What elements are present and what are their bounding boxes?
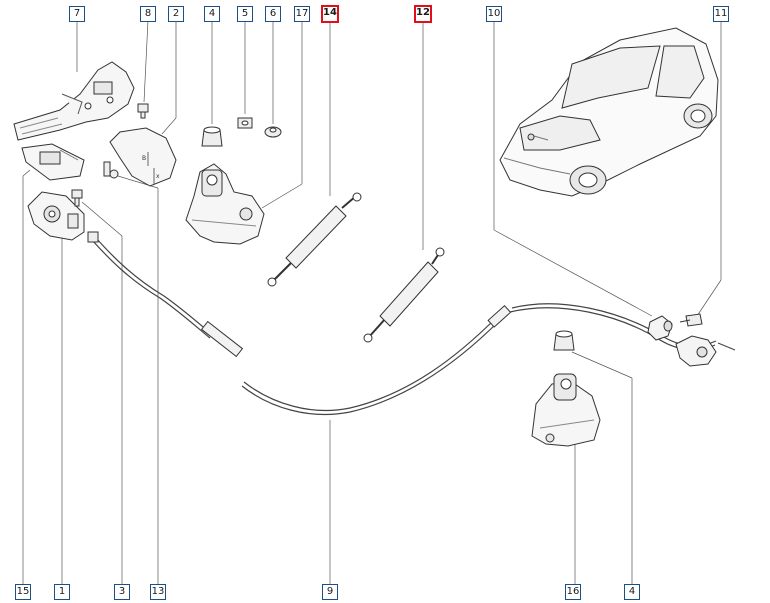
callout-1[interactable]: 1 <box>54 584 70 600</box>
part-6-grommet <box>264 126 282 138</box>
callout-8[interactable]: 8 <box>140 6 156 22</box>
part-1-latch <box>27 191 85 241</box>
part-7-bracket <box>13 61 135 141</box>
callout-9[interactable]: 9 <box>322 584 338 600</box>
callout-16[interactable]: 16 <box>565 584 581 600</box>
callout-11[interactable]: 11 <box>713 6 729 22</box>
part-17-housing <box>185 163 265 245</box>
part-15-plate <box>21 143 85 181</box>
callout-2[interactable]: 2 <box>168 6 184 22</box>
part-11-bolt <box>679 313 703 327</box>
part-2-cover: B x <box>109 127 177 187</box>
callout-13[interactable]: 13 <box>150 584 166 600</box>
part-4-nut <box>201 126 223 147</box>
callout-17[interactable]: 17 <box>294 6 310 22</box>
callout-4[interactable]: 4 <box>204 6 220 22</box>
callout-6[interactable]: 6 <box>265 6 281 22</box>
callout-7[interactable]: 7 <box>69 6 85 22</box>
label-x: x <box>156 173 160 180</box>
callout-5[interactable]: 5 <box>237 6 253 22</box>
part-4b-nut <box>553 330 575 351</box>
callout-12[interactable]: 12 <box>414 5 432 23</box>
part-5-nut <box>237 117 253 129</box>
callout-4b[interactable]: 4 <box>624 584 640 600</box>
part-14-gas-strut <box>267 192 362 287</box>
part-12-gas-strut <box>363 247 445 343</box>
part-8-bolt <box>137 103 149 119</box>
part-10-cylinder <box>647 315 717 367</box>
car-illustration <box>499 27 719 197</box>
callout-10[interactable]: 10 <box>486 6 502 22</box>
callout-15[interactable]: 15 <box>15 584 31 600</box>
part-13-screw <box>103 161 119 179</box>
leader-lines <box>22 19 722 592</box>
part-16-housing <box>531 373 601 447</box>
cable-9 <box>87 231 736 416</box>
callout-3[interactable]: 3 <box>114 584 130 600</box>
part-3-screw <box>71 189 83 207</box>
callout-14[interactable]: 14 <box>321 5 339 23</box>
label-b: B <box>142 155 146 162</box>
